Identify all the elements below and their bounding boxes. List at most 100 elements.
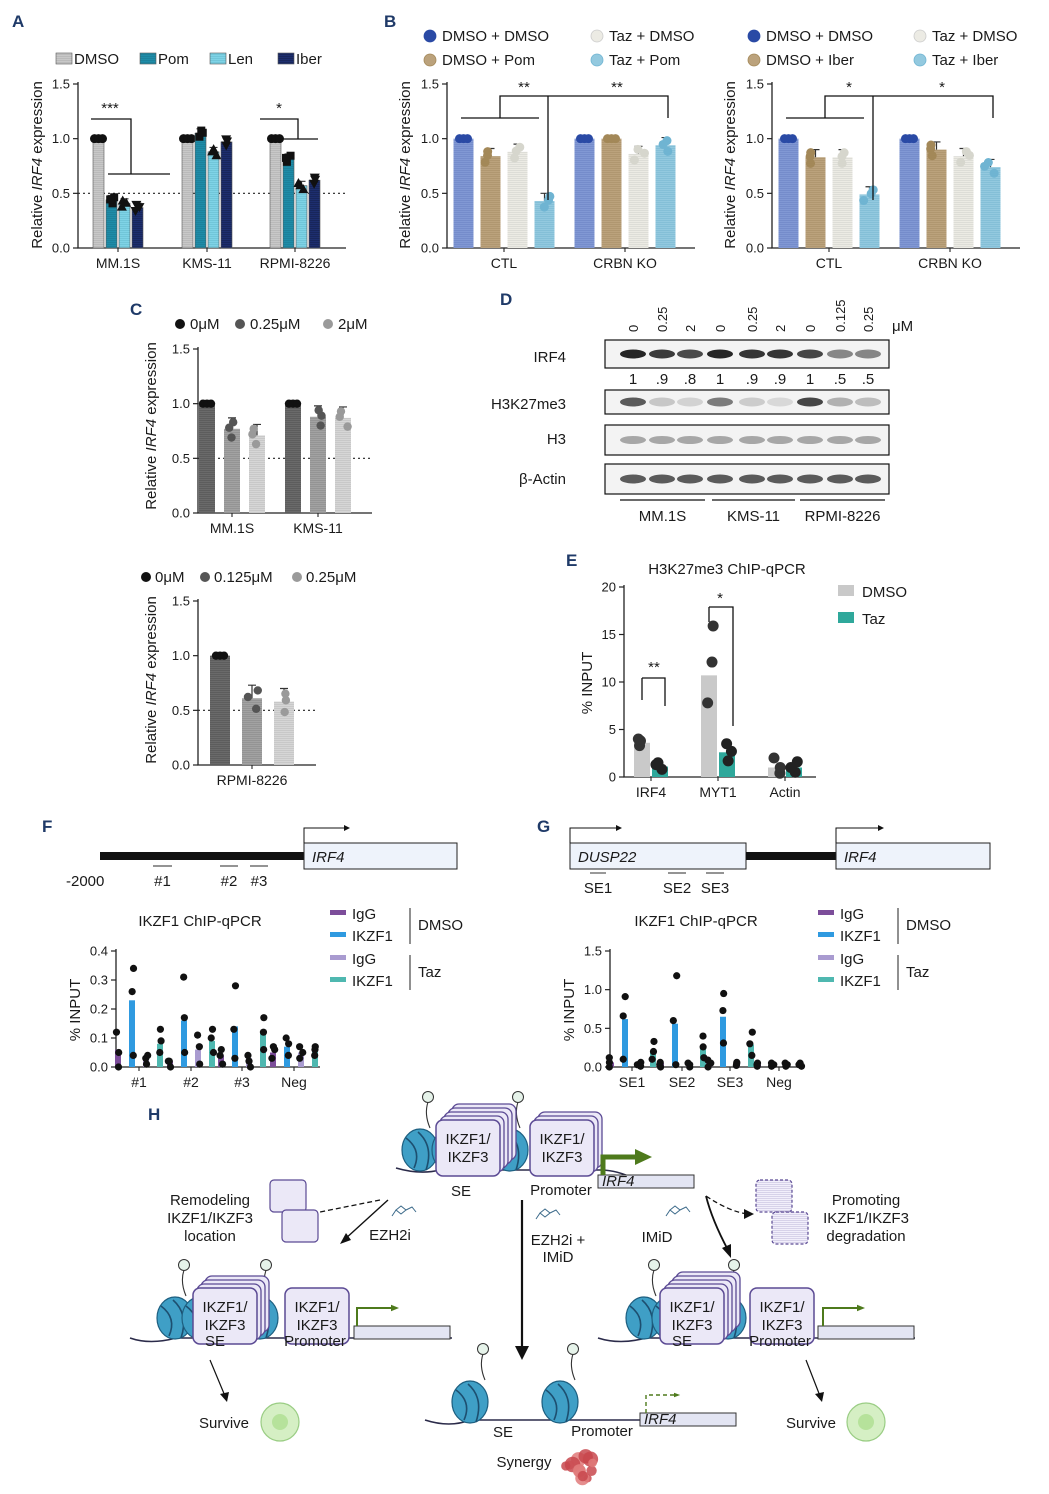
blot-band bbox=[827, 349, 853, 359]
legend-marker bbox=[913, 53, 927, 67]
blot-band bbox=[827, 474, 853, 484]
bar-iber bbox=[308, 179, 321, 249]
legend-swatch bbox=[55, 52, 73, 65]
blot-band bbox=[739, 349, 765, 359]
replicate-point bbox=[658, 139, 668, 149]
pathway-arrowhead bbox=[722, 1244, 731, 1258]
y-axis-label: Relative IRF4 expression bbox=[143, 596, 160, 764]
replicate-point bbox=[652, 757, 664, 769]
legend-group-label: Taz bbox=[906, 964, 929, 981]
blot-band bbox=[739, 397, 765, 407]
pathway-arrowhead bbox=[744, 1209, 754, 1219]
legend-marker bbox=[590, 53, 604, 67]
replicate-point bbox=[246, 1063, 255, 1071]
replicate-point bbox=[663, 146, 673, 156]
category-label: SE2 bbox=[669, 1074, 696, 1090]
bar-0-25-m bbox=[310, 416, 326, 513]
replicate-point bbox=[187, 134, 196, 144]
replicate-point bbox=[218, 1060, 227, 1068]
drug-molecule-icon bbox=[391, 1205, 417, 1217]
cell-nucleus bbox=[272, 1414, 288, 1430]
replicate-point bbox=[316, 421, 325, 430]
replicate-point bbox=[129, 1051, 137, 1059]
legend-label: Taz bbox=[862, 611, 885, 628]
significance-bracket bbox=[642, 677, 666, 706]
y-axis-label: % INPUT bbox=[579, 652, 596, 715]
transcription-arrowhead bbox=[391, 1304, 399, 1312]
replicate-point bbox=[231, 982, 240, 990]
replicate-point bbox=[767, 1059, 776, 1067]
bar-taz-iber bbox=[859, 194, 880, 248]
band-quantification: 1 bbox=[806, 371, 814, 388]
legend-label: Len bbox=[228, 51, 253, 68]
legend-marker bbox=[200, 572, 210, 582]
legend-label: Taz + Iber bbox=[932, 52, 998, 69]
replicate-point bbox=[180, 1014, 188, 1022]
significance-bracket bbox=[91, 118, 170, 175]
replicate-point bbox=[611, 134, 620, 144]
panel-letter-e: E bbox=[566, 551, 577, 570]
legend-swatch bbox=[139, 52, 157, 65]
gene-label: IRF4 bbox=[312, 849, 345, 866]
replicate-point bbox=[637, 1058, 645, 1066]
replicate-point bbox=[639, 148, 649, 158]
replicate-point bbox=[114, 1063, 123, 1071]
legend-label: IKZF1 bbox=[840, 973, 881, 990]
category-label: CRBN KO bbox=[918, 255, 982, 271]
replicate-point bbox=[989, 168, 999, 178]
pathway-arrow-dashed bbox=[705, 1195, 749, 1215]
replicate-point bbox=[193, 1031, 202, 1039]
significance-bracket bbox=[708, 606, 734, 726]
dna-wrap bbox=[405, 1137, 418, 1169]
legend-label: 0.125μM bbox=[214, 569, 273, 586]
legend-marker bbox=[747, 29, 761, 43]
bar-igg-taz- bbox=[195, 1049, 201, 1067]
panel-letter-c: C bbox=[130, 300, 142, 319]
legend-marker bbox=[747, 53, 761, 67]
category-label: #1 bbox=[131, 1074, 147, 1090]
dna-wrap bbox=[629, 1305, 642, 1337]
replicate-point bbox=[781, 1059, 789, 1067]
y-axis-label-gene: IRF4 bbox=[722, 158, 739, 191]
replicate-point bbox=[866, 189, 876, 199]
category-label: MYT1 bbox=[699, 784, 737, 800]
replicate-point bbox=[964, 150, 974, 160]
blot-row-label: IRF4 bbox=[533, 349, 566, 366]
bar-0-25-m bbox=[224, 428, 240, 513]
histone-tail bbox=[515, 1101, 521, 1129]
y-tick-label: 1.5 bbox=[584, 944, 602, 959]
replicate-point bbox=[805, 151, 815, 161]
legend-marker bbox=[175, 319, 185, 329]
y-tick-label: 0.0 bbox=[172, 506, 190, 521]
relocated-protein bbox=[269, 1179, 307, 1213]
outcome-arrowhead bbox=[220, 1392, 229, 1402]
replicate-point bbox=[684, 1059, 692, 1067]
replicate-point bbox=[222, 137, 233, 147]
bar-dmso bbox=[269, 138, 282, 249]
legend-swatch bbox=[330, 932, 346, 937]
replicate-point bbox=[207, 1034, 215, 1042]
replicate-point bbox=[722, 755, 734, 767]
legend-label: IKZF1 bbox=[352, 928, 393, 945]
methyl-mark bbox=[567, 1343, 579, 1355]
panel-letter-f: F bbox=[42, 817, 52, 836]
bar-ikzf1-dmso- bbox=[232, 1026, 238, 1067]
y-tick-label: 1.0 bbox=[584, 982, 602, 997]
y-axis-label-gene: IRF4 bbox=[29, 158, 46, 191]
replicate-point bbox=[707, 620, 719, 632]
lane-concentration: 0.25 bbox=[861, 307, 876, 332]
significance-label: * bbox=[846, 79, 852, 96]
y-tick-label: 0.0 bbox=[746, 241, 764, 256]
cell-nucleus bbox=[858, 1414, 874, 1430]
replicate-point bbox=[196, 1060, 204, 1068]
replicate-point bbox=[269, 1043, 278, 1051]
protein-label: IKZF3 bbox=[672, 1317, 713, 1334]
blot-band bbox=[649, 397, 675, 407]
bar-dmso-dmso bbox=[453, 138, 474, 248]
legend-swatch bbox=[838, 585, 854, 596]
replicate-point bbox=[224, 423, 234, 432]
category-label: IRF4 bbox=[636, 784, 667, 800]
methyl-mark bbox=[648, 1259, 660, 1271]
